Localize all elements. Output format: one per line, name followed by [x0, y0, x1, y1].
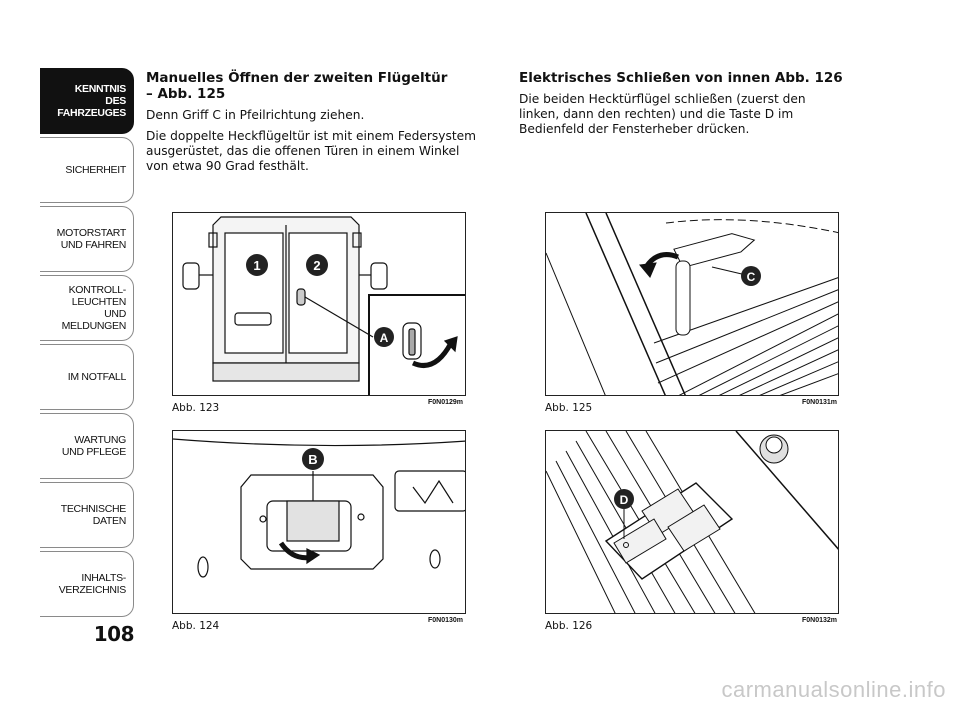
figure-code: F0N0130m [428, 617, 464, 624]
tab-sicherheit[interactable]: SICHERHEIT [40, 137, 134, 203]
tab-kenntnis-des-fahrzeuges[interactable]: KENNTNIS DES FAHRZEUGES [40, 68, 134, 134]
page-number: 108 [93, 622, 135, 646]
figure-interior-handle-c: C [545, 212, 839, 396]
svg-text:A: A [380, 331, 389, 345]
svg-text:B: B [308, 452, 317, 467]
marker-a: A [374, 327, 394, 347]
figure-code: F0N0129m [428, 399, 464, 406]
window-lifter-illustration: D [546, 431, 838, 613]
figure-window-lifter-panel-d: D [545, 430, 839, 614]
tab-motorstart-und-fahren[interactable]: MOTORSTART UND FAHREN [40, 206, 134, 272]
tab-inhaltsverzeichnis[interactable]: INHALTS- VERZEICHNIS [40, 551, 134, 617]
marker-1: 1 [246, 254, 268, 276]
svg-text:D: D [620, 493, 629, 507]
right-text-column: Elektrisches Schließen von innen Abb. 12… [519, 70, 849, 143]
figure-caption: Abb. 123 [172, 402, 220, 414]
marker-c: C [741, 266, 761, 286]
svg-text:1: 1 [253, 258, 260, 273]
handle-b-illustration: B [173, 438, 465, 578]
tab-kontrollleuchten[interactable]: KONTROLL- LEUCHTEN UND MELDUNGEN [40, 275, 134, 341]
rear-doors-illustration: 1 2 A [182, 216, 465, 395]
svg-text:C: C [747, 270, 756, 284]
paragraph: Denn Griff C in Pfeilrichtung ziehen. [146, 108, 365, 122]
tab-wartung-und-pflege[interactable]: WARTUNG UND PFLEGE [40, 413, 134, 479]
figure-code: F0N0131m [802, 399, 838, 406]
figure-code: F0N0132m [802, 617, 838, 624]
figure-caption: Abb. 125 [545, 402, 593, 414]
paragraph: Die beiden Hecktürflügel schließen (zuer… [519, 92, 806, 136]
marker-d: D [614, 489, 634, 509]
paragraph: Die doppelte Heckflügeltür ist mit einem… [146, 129, 476, 173]
svg-text:2: 2 [313, 258, 320, 273]
chapter-tabs: KENNTNIS DES FAHRZEUGES SICHERHEIT MOTOR… [40, 68, 134, 620]
figure-caption: Abb. 126 [545, 620, 593, 632]
figure-rear-doors: 1 2 A [172, 212, 466, 396]
interior-handle-illustration: C [546, 213, 838, 395]
figure-handle-b: B [172, 430, 466, 614]
tab-im-notfall[interactable]: IM NOTFALL [40, 344, 134, 410]
marker-2: 2 [306, 254, 328, 276]
marker-b: B [302, 448, 324, 470]
watermark: carmanualsonline.info [721, 677, 946, 702]
section-heading-electric-closing: Elektrisches Schließen von innen Abb. 12… [519, 70, 843, 86]
left-text-column: Manuelles Öffnen der zweiten Flügeltür –… [146, 70, 484, 180]
section-heading-manual-opening: Manuelles Öffnen der zweiten Flügeltür –… [146, 70, 448, 102]
tab-technische-daten[interactable]: TECHNISCHE DATEN [40, 482, 134, 548]
figure-caption: Abb. 124 [172, 620, 220, 632]
